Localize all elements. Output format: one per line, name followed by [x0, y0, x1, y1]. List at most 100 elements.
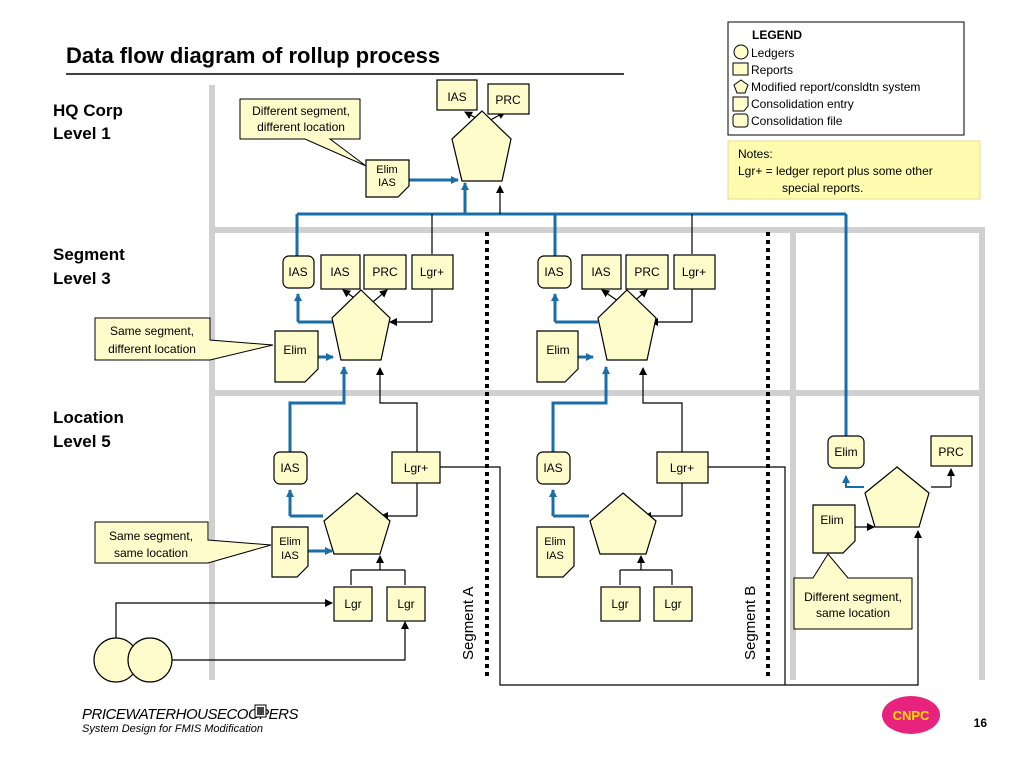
segment-b-label: Segment B [742, 586, 759, 660]
box-label: Lgr [664, 597, 681, 611]
box-label: Lgr [611, 597, 628, 611]
callout-different-segment-different-location [239, 98, 367, 167]
segment-b-ias-file [537, 255, 572, 289]
callout-different-segment-same-location [793, 553, 913, 630]
ledgers [93, 637, 173, 683]
location-a-lgr-report [386, 586, 426, 622]
level-location-line1: Location [53, 408, 124, 427]
box-label: Elim [283, 343, 306, 357]
box-label: IAS [447, 90, 466, 104]
notes-box: Notes: Lgr+ = ledger report plus some ot… [727, 140, 981, 200]
level-segment-line2: Level 3 [53, 269, 111, 288]
segment-a-label: Segment A [460, 587, 477, 660]
callouts [94, 98, 913, 630]
pentagon-symbol-icon [733, 79, 749, 94]
callout-text: Different segment, [252, 104, 350, 118]
location-b-elim-ias-entry [536, 526, 575, 578]
blue-flow-lines [286, 176, 864, 555]
box-label: Elim [544, 536, 565, 548]
level-labels: HQ Corp Level 1 Segment Level 3 Location… [53, 101, 125, 451]
consolidation-entry-symbol-icon [732, 96, 749, 112]
ledger-symbol-icon [733, 44, 749, 60]
segment-a-elim-entry [274, 330, 319, 383]
callout-text: different location [108, 342, 196, 356]
footer: PRICEWATERHOUSECOOPERS System Design for… [82, 696, 987, 735]
location-b-lgr-report [600, 586, 641, 622]
box-label: Lgr+ [404, 461, 428, 475]
callout-same-segment-same-location [94, 521, 272, 564]
box-labels: IAS PRC Elim IAS IAS IAS PRC Lgr+ Elim I… [279, 90, 964, 611]
location-a-lgr-report [333, 586, 373, 622]
box-label: IAS [543, 461, 562, 475]
right-elim-file [827, 435, 865, 469]
box-label: PRC [372, 265, 398, 279]
level-segment-line1: Segment [53, 245, 125, 264]
box-label: IAS [280, 461, 299, 475]
box-label: Lgr+ [420, 265, 444, 279]
location-a-consolidation-pentagon [323, 492, 391, 555]
callout-text: same location [816, 606, 890, 620]
segment-separators [485, 232, 770, 678]
footer-subtitle: System Design for FMIS Modification [82, 723, 263, 735]
box-label: IAS [378, 177, 396, 189]
box-label: PRC [495, 93, 521, 107]
segment-b-lgrplus-report [673, 254, 716, 290]
legend-title: LEGEND [752, 28, 802, 42]
box-label: Elim [820, 513, 843, 527]
box-label: IAS [288, 265, 307, 279]
box-label: Elim [376, 164, 397, 176]
level-hq-line1: HQ Corp [53, 101, 123, 120]
segment-a-lgrplus-report [411, 254, 454, 290]
box-label: IAS [544, 265, 563, 279]
legend-item: Consolidation entry [751, 97, 854, 111]
box-label: Elim [546, 343, 569, 357]
location-b-lgrplus-report [656, 451, 709, 484]
callout-text: same location [114, 546, 188, 560]
callout-text: Different segment, [804, 590, 902, 604]
notes-line: Lgr+ = ledger report plus some other [738, 164, 933, 178]
report-boxes [273, 79, 973, 622]
box-label: IAS [546, 550, 564, 562]
legend-item: Consolidation file [751, 114, 843, 128]
segment-a-prc-report [363, 254, 407, 290]
consolidation-entries [271, 159, 856, 578]
level-location-line2: Level 5 [53, 432, 111, 451]
callout-text: Same segment, [109, 529, 193, 543]
legend-item: Modified report/consldtn system [751, 80, 920, 94]
legend-item: Ledgers [751, 46, 794, 60]
segment-b-ias-report [581, 254, 622, 290]
location-a-elim-ias-entry [271, 526, 309, 578]
box-label: Lgr+ [670, 461, 694, 475]
segment-a-consolidation-pentagon [331, 289, 391, 361]
level-hq-line2: Level 1 [53, 124, 111, 143]
segment-a-ias-file [282, 255, 315, 289]
hq-consolidation-pentagon [451, 110, 512, 182]
location-a-lgrplus-report [391, 451, 441, 484]
ledger-circle-icon [127, 637, 173, 683]
callout-text: Same segment, [110, 324, 194, 338]
segment-b-consolidation-pentagon [597, 289, 657, 361]
box-label: PRC [938, 445, 964, 459]
segment-b-prc-report [625, 254, 669, 290]
box-label: Lgr [344, 597, 361, 611]
legend: LEGEND Ledgers Reports Modified report/c… [727, 21, 965, 136]
segment-a-ias-report [320, 254, 361, 290]
report-symbol-icon [732, 62, 749, 76]
callout-text: different location [257, 120, 345, 134]
segment-b-elim-entry [536, 330, 579, 383]
notes-line: special reports. [782, 181, 863, 195]
consolidation-systems [323, 110, 930, 555]
box-label: Lgr+ [682, 265, 706, 279]
notes-title: Notes: [738, 147, 773, 161]
box-label: IAS [281, 550, 299, 562]
page-number: 16 [974, 716, 988, 730]
right-prc-report [930, 435, 973, 467]
right-elim-entry [812, 504, 856, 554]
callout-same-segment-different-location [94, 317, 274, 361]
right-consolidation-pentagon [864, 466, 930, 528]
grid-lines [209, 85, 985, 680]
hq-prc-report [487, 83, 530, 115]
location-b-ias-file [536, 451, 571, 485]
company-logo-text: PRICEWATERHOUSECOOPERS [82, 706, 298, 723]
